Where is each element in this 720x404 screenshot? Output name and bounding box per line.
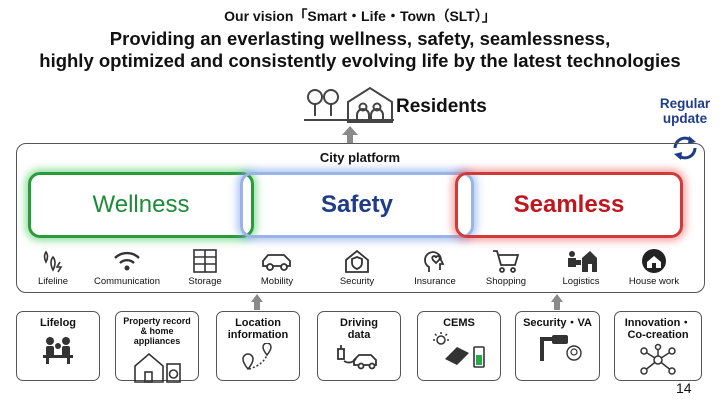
house-appliance-icon (134, 352, 181, 383)
service-house-work: House work (615, 248, 693, 287)
source-title-line-1: Location (235, 317, 281, 329)
source-title: Property record & home appliances (116, 312, 198, 346)
residents-icon (304, 86, 394, 123)
person-heart-icon (424, 251, 445, 272)
service-logistics: Logistics (542, 248, 620, 287)
city-platform-frame (16, 143, 705, 293)
vision-title: Our vision「Smart・Life・Town（SLT）」 (224, 8, 496, 24)
page-number: 14 (676, 380, 692, 396)
source-title-line-1: Innovation・ (624, 317, 692, 329)
service-shopping: Shopping (467, 248, 545, 287)
up-arrow-icon (551, 294, 563, 310)
residents-label: Residents (396, 96, 487, 117)
service-label: Insurance (414, 276, 456, 287)
service-insurance: Insurance (396, 248, 474, 287)
service-label: Storage (188, 276, 222, 287)
delivery-icon (568, 251, 597, 272)
wifi-icon (114, 251, 140, 271)
source-driving-data: Driving data (317, 311, 401, 381)
city-platform-title: City platform (319, 150, 401, 165)
regular-update-line-1: Regular (659, 96, 711, 111)
family-icon (43, 337, 73, 364)
source-title-line-2: & home appliances (133, 326, 181, 346)
up-arrow-icon (251, 294, 263, 310)
home-icon (642, 249, 666, 273)
source-title-line-2: data (347, 329, 371, 341)
service-communication: Communication (88, 248, 166, 287)
refresh-icon (673, 136, 697, 160)
camera-icon (539, 335, 582, 361)
source-title: Location information (217, 312, 299, 341)
headline: Providing an everlasting wellness, safet… (0, 28, 720, 72)
car-icon (262, 254, 291, 271)
headline-line-2: highly optimized and consistently evolvi… (39, 50, 681, 71)
service-label: Shopping (485, 276, 527, 287)
service-label: Logistics (562, 276, 600, 287)
source-title: Innovation・ Co-creation (615, 312, 701, 341)
regular-update-line-2: update (662, 111, 708, 126)
source-title: Lifelog (39, 317, 77, 329)
house-shield-icon (345, 249, 369, 273)
source-cems: CEMS (417, 311, 501, 381)
source-innovation: Innovation・ Co-creation (614, 311, 702, 381)
service-label: Communication (94, 276, 160, 287)
source-title: Security・VA (523, 317, 592, 329)
source-location: Location information (216, 311, 300, 381)
headline-line-1: Providing an everlasting wellness, safet… (109, 28, 611, 49)
location-pin-icon (242, 343, 272, 371)
source-title: Driving data (318, 312, 400, 341)
storage-icon (193, 249, 217, 273)
cart-icon (493, 250, 520, 273)
source-security-va: Security・VA (515, 311, 600, 381)
service-lifeline: Lifeline (14, 248, 92, 287)
service-security: Security (318, 248, 396, 287)
source-title-line-1: Driving (340, 317, 378, 329)
pillar-safety: Safety (240, 172, 474, 238)
service-label: House work (628, 276, 680, 287)
service-mobility: Mobility (238, 248, 316, 287)
data-flow-arrows (251, 294, 563, 310)
service-label: Lifeline (37, 276, 69, 287)
up-arrow-icon (342, 126, 358, 143)
source-lifelog: Lifelog (16, 311, 100, 381)
network-icon (640, 343, 676, 375)
service-storage: Storage (166, 248, 244, 287)
service-label: Security (339, 276, 375, 287)
pillar-wellness: Wellness (28, 172, 254, 238)
source-title-line-1: Property record (123, 316, 191, 326)
lifeline-icon (43, 250, 63, 273)
solar-battery-icon (433, 332, 485, 368)
regular-update-label: Regular update (652, 96, 718, 126)
service-label: Mobility (260, 276, 294, 287)
source-property-record: Property record & home appliances (115, 311, 199, 383)
source-title: CEMS (443, 317, 475, 329)
source-title-line-2: Co-creation (627, 329, 689, 341)
ev-charging-icon (337, 345, 377, 370)
pillar-seamless: Seamless (455, 172, 683, 238)
source-title-line-2: information (227, 329, 289, 341)
